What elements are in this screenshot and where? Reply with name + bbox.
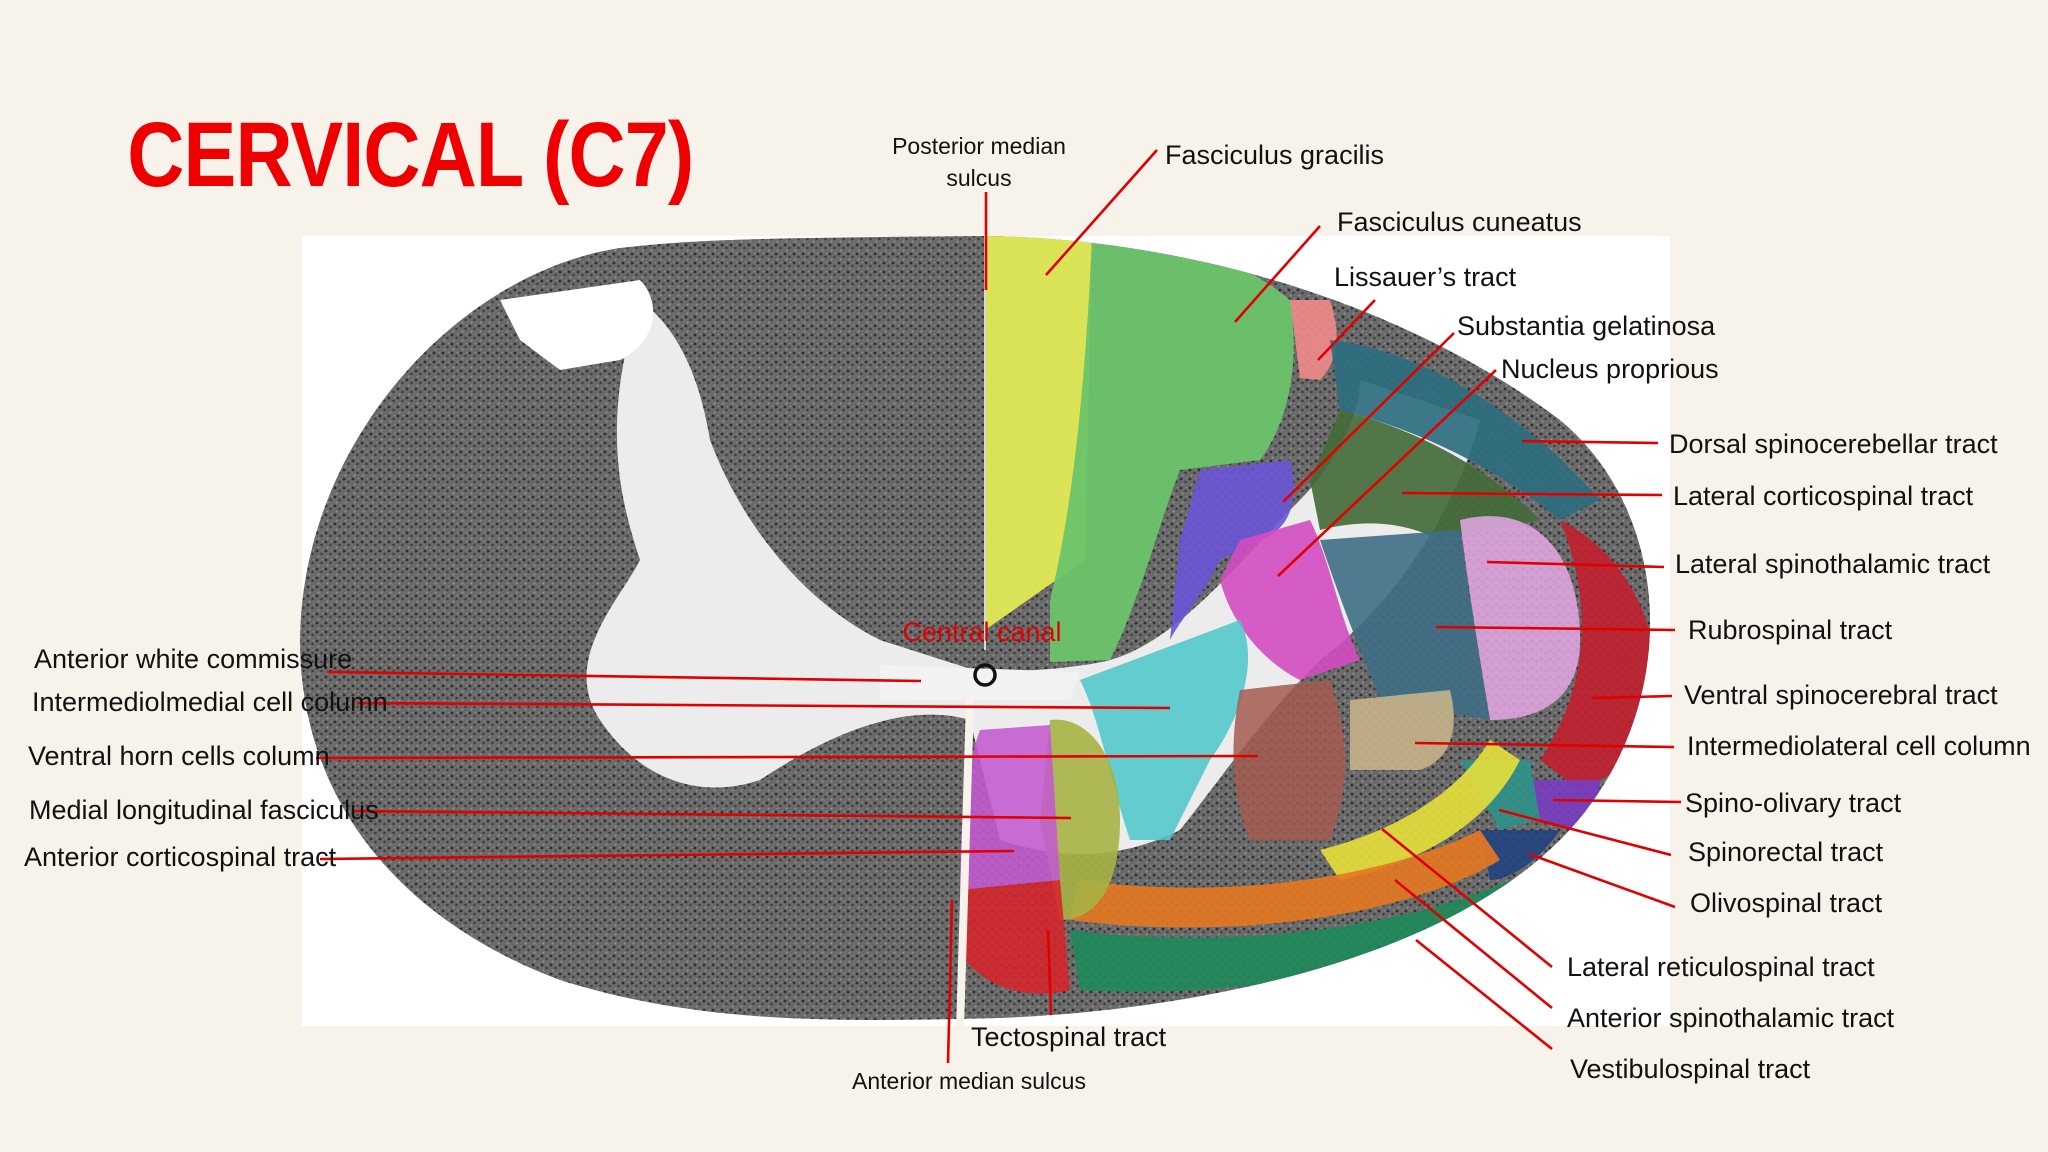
label-anterior-spinothalamic: Anterior spinothalamic tract — [1567, 1003, 1895, 1033]
label-anterior-corticospinal: Anterior corticospinal tract — [24, 842, 337, 872]
label-lateral-spinothalamic: Lateral spinothalamic tract — [1675, 549, 1991, 579]
label-anterior-white-commissure: Anterior white commissure — [34, 644, 352, 674]
leader-lateral-spinothalamic — [1486, 560, 1665, 569]
leader-intermediolateral — [1414, 741, 1675, 749]
leader-spino-olivary — [1552, 798, 1682, 804]
central-canal-ring — [973, 663, 997, 687]
tract-nucleus-proprius — [1220, 520, 1360, 680]
label-substantia-gelatinosa: Substantia gelatinosa — [1457, 311, 1716, 341]
tract-olivospinal — [1480, 830, 1560, 880]
label-tectospinal: Tectospinal tract — [971, 1022, 1167, 1052]
label-rubrospinal: Rubrospinal tract — [1688, 615, 1893, 645]
leader-olivospinal — [1528, 852, 1676, 909]
tract-dorsal-spinocerebellar — [1330, 340, 1600, 520]
label-ventral-spinocerebral: Ventral spinocerebral tract — [1684, 680, 1998, 710]
label-lissauers-tract: Lissauer’s tract — [1334, 262, 1517, 292]
leader-anterior-white-commissure — [326, 670, 922, 683]
tract-anterior-corticospinal — [960, 725, 1060, 890]
label-posterior-median-sulcus-1: Posterior median — [892, 133, 1066, 159]
label-posterior-median-sulcus-2: sulcus — [946, 165, 1011, 191]
leader-rubrospinal — [1435, 625, 1676, 632]
tract-lateral-spinothalamic — [1460, 516, 1580, 720]
leader-anterior-spinothalamic — [1394, 878, 1553, 1010]
label-intermediolateral: Intermediolateral cell column — [1687, 731, 2031, 761]
leader-dorsal-spinocerebellar — [1521, 439, 1659, 445]
tract-vestibulospinal — [1070, 880, 1530, 992]
tract-fasciculus-cuneatus — [1050, 236, 1294, 662]
tract-substantia-gelatinosa — [1170, 460, 1294, 640]
label-vestibulospinal: Vestibulospinal tract — [1570, 1054, 1811, 1084]
label-olivospinal: Olivospinal tract — [1690, 888, 1883, 918]
tract-anterior-spinothalamic — [1070, 830, 1500, 928]
label-lateral-reticulospinal: Lateral reticulospinal tract — [1567, 952, 1875, 982]
label-lateral-corticospinal: Lateral corticospinal tract — [1673, 481, 1974, 511]
label-nucleus-proprius: Nucleus proprious — [1501, 354, 1719, 384]
leader-lateral-reticulospinal — [1381, 827, 1553, 969]
label-central-canal: Central canal — [902, 617, 1061, 647]
cord-cross-section — [300, 236, 1650, 1020]
label-spino-olivary: Spino-olivary tract — [1685, 788, 1902, 818]
label-dorsal-spinocerebellar: Dorsal spinocerebellar tract — [1669, 429, 1998, 459]
leader-vestibulospinal — [1415, 938, 1553, 1051]
tract-ventral-horn — [1233, 680, 1345, 840]
page-title: CERVICAL (C7) — [127, 103, 693, 206]
tract-intermediolateral — [1350, 690, 1454, 770]
label-ventral-horn-cells: Ventral horn cells column — [28, 741, 330, 771]
leader-lissauers — [1317, 299, 1376, 361]
leader-intermediomedial — [356, 701, 1171, 710]
leader-nucleus-proprius — [1277, 369, 1497, 577]
leader-anterior-corticospinal — [319, 849, 1015, 861]
leader-substantia-gelatinosa — [1282, 332, 1455, 503]
tract-lateral-reticulospinal — [1320, 740, 1520, 880]
leader-ventral-horn — [315, 754, 1259, 760]
tract-lateral-corticospinal — [1310, 410, 1540, 540]
leader-lateral-corticospinal — [1401, 491, 1663, 497]
leader-fasciculus-cuneatus — [1234, 225, 1321, 323]
tract-lissauers — [1290, 300, 1337, 380]
tract-medial-longitudinal — [1040, 719, 1120, 920]
label-intermediomedial: Intermediolmedial cell column — [32, 687, 388, 717]
leader-spinorectal — [1498, 808, 1672, 857]
label-fasciculus-gracilis: Fasciculus gracilis — [1165, 140, 1384, 170]
label-medial-longitudinal: Medial longitudinal fasciculus — [29, 795, 379, 825]
tract-tectospinal — [960, 880, 1070, 994]
label-fasciculus-cuneatus: Fasciculus cuneatus — [1337, 207, 1582, 237]
leader-fasciculus-gracilis — [1045, 149, 1158, 276]
label-spinorectal: Spinorectal tract — [1688, 837, 1884, 867]
label-anterior-median-sulcus: Anterior median sulcus — [852, 1068, 1086, 1094]
labels: Posterior median sulcus Fasciculus graci… — [24, 133, 2031, 1094]
posterior-root-entry — [500, 280, 654, 370]
leader-anterior-median-sulcus — [946, 899, 954, 1064]
leader-tectospinal — [1046, 929, 1053, 1016]
tract-rubrospinal — [1320, 530, 1490, 720]
leader-lines — [315, 149, 1682, 1064]
tract-ventral-spinocerebral — [1540, 520, 1650, 790]
leader-medial-longitudinal — [352, 809, 1072, 820]
leader-ventral-spinocerebral — [1591, 694, 1673, 700]
anterior-median-fissure — [956, 699, 974, 1031]
tract-intermediomedial — [1080, 620, 1249, 840]
